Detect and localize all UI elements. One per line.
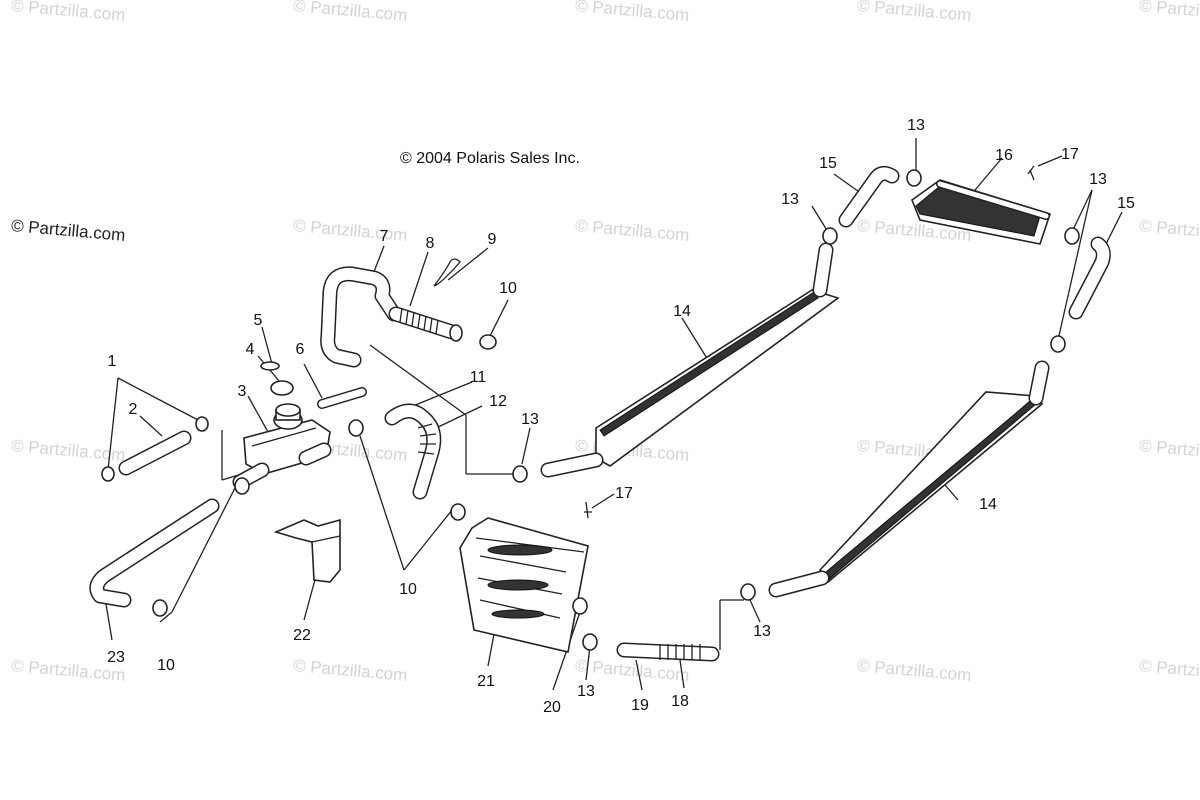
part-5-gasket — [260, 361, 280, 371]
part-17-rivet — [1027, 165, 1035, 181]
part-13-clamp — [512, 465, 528, 483]
callout-2: 2 — [128, 401, 138, 418]
part-6-vent-tube — [317, 387, 367, 409]
part-2-tube — [118, 430, 192, 476]
part-13-clamp — [906, 169, 922, 187]
callout-10b: 10 — [399, 581, 417, 598]
callout-22: 22 — [293, 627, 311, 644]
part-10-clamp — [152, 599, 168, 617]
part-7-hose — [320, 266, 402, 368]
part-16-heat-exchanger — [911, 179, 1052, 245]
callout-11: 11 — [469, 369, 487, 386]
callout-15a: 15 — [819, 155, 837, 172]
part-14-upper-cooler — [540, 242, 840, 478]
callout-19: 19 — [631, 697, 649, 714]
callout-6: 6 — [295, 341, 305, 358]
callout-17b: 17 — [615, 485, 633, 502]
callout-13b: 13 — [781, 191, 799, 208]
part-13-clamp — [1064, 227, 1080, 245]
part-21-panel — [459, 517, 589, 653]
part-22-bracket — [273, 518, 341, 583]
part-13-clamp — [740, 583, 756, 601]
callout-15b: 15 — [1117, 195, 1135, 212]
part-13-clamp — [582, 633, 598, 651]
part-9-clamp — [433, 258, 461, 287]
callout-16: 16 — [995, 147, 1013, 164]
part-15-pipe — [838, 165, 1111, 320]
callout-14b: 14 — [979, 496, 997, 513]
part-13-clamp — [1050, 335, 1066, 353]
callout-7: 7 — [379, 228, 389, 245]
callout-13c: 13 — [907, 117, 925, 134]
part-3-reservoir — [232, 403, 332, 490]
copyright-text: © 2004 Polaris Sales Inc. — [400, 150, 580, 167]
part-10-clamp — [348, 419, 364, 437]
callout-1: 1 — [107, 353, 117, 370]
part-17-rivet — [584, 501, 592, 519]
callout-21: 21 — [477, 673, 495, 690]
callout-5: 5 — [253, 312, 263, 329]
callout-23: 23 — [107, 649, 125, 666]
part-20-ring — [572, 597, 588, 615]
callout-13d: 13 — [1089, 171, 1107, 188]
callout-17a: 17 — [1061, 146, 1079, 163]
part-23-hose — [89, 498, 220, 608]
part-1-cap — [195, 416, 209, 432]
callout-18: 18 — [671, 693, 689, 710]
part-13-clamp — [822, 227, 838, 245]
part-10-clamp — [234, 477, 250, 495]
callout-10a: 10 — [499, 280, 517, 297]
callout-14a: 14 — [673, 303, 691, 320]
part-10-clamp — [450, 503, 466, 521]
part-11-12-elbow — [384, 403, 442, 500]
callout-4: 4 — [245, 341, 255, 358]
callout-13f: 13 — [577, 683, 595, 700]
part-8-corrugated-hose — [388, 306, 463, 342]
callout-20: 20 — [543, 699, 561, 716]
part-14-lower-cooler — [768, 360, 1050, 598]
callout-12: 12 — [489, 393, 507, 410]
callout-13a: 13 — [521, 411, 539, 428]
part-18-19-hose — [616, 642, 720, 662]
part-10-clamp — [479, 334, 497, 350]
leader-lines — [101, 138, 1123, 691]
callout-8: 8 — [425, 235, 435, 252]
callout-9: 9 — [487, 231, 497, 248]
callout-10c: 10 — [157, 657, 175, 674]
callout-3: 3 — [237, 383, 247, 400]
part-1-cap — [101, 466, 115, 482]
part-4-ring — [270, 380, 294, 396]
callout-13e: 13 — [753, 623, 771, 640]
